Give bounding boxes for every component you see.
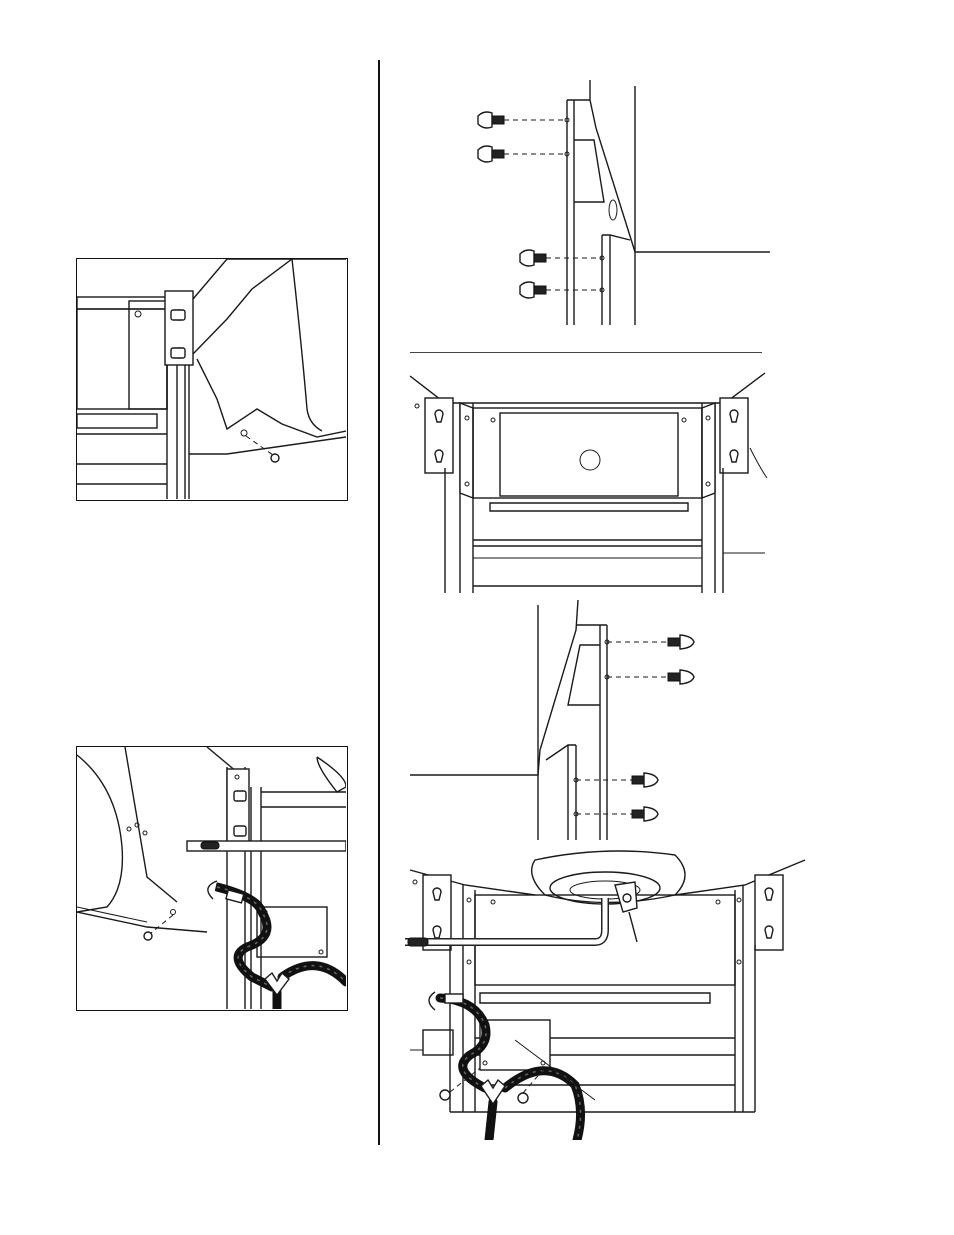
front-view-illustration — [405, 368, 770, 593]
bracket-icon — [574, 140, 604, 202]
side-view-screws-figure — [470, 80, 770, 325]
screw-icon — [478, 146, 492, 162]
side-view-illustration — [470, 80, 770, 325]
front-view-hose-figure — [405, 850, 815, 1140]
screw-icon — [478, 112, 492, 128]
left-bracket-figure — [76, 258, 348, 501]
y-connector-icon — [481, 1080, 505, 1104]
panel-icon — [500, 413, 678, 496]
screw-icon — [520, 282, 534, 298]
screw-icon — [680, 635, 694, 649]
screw-icon — [680, 670, 694, 684]
screw-icon — [520, 250, 534, 266]
bolt-icon — [171, 348, 185, 358]
hose-illustration — [77, 747, 346, 1009]
left-hose-figure — [76, 746, 348, 1011]
screw-icon — [644, 807, 658, 821]
side-view-screws-lower-figure — [410, 600, 710, 840]
bolt-icon — [171, 310, 185, 320]
screw-icon — [271, 454, 279, 462]
screw-icon — [644, 773, 658, 787]
bracket-illustration — [77, 259, 346, 499]
bracket-icon — [755, 875, 783, 950]
front-view-brackets-figure — [405, 368, 770, 593]
column-divider — [378, 60, 380, 1145]
hose-assembly-illustration — [405, 850, 815, 1140]
y-connector-icon — [265, 973, 289, 995]
bracket-icon — [227, 769, 249, 849]
screw-icon — [144, 932, 152, 940]
screw-icon — [518, 1093, 528, 1103]
side-view-lower-illustration — [410, 600, 710, 840]
screw-icon — [440, 1090, 450, 1100]
section-divider — [410, 352, 762, 353]
bracket-icon — [568, 645, 600, 705]
